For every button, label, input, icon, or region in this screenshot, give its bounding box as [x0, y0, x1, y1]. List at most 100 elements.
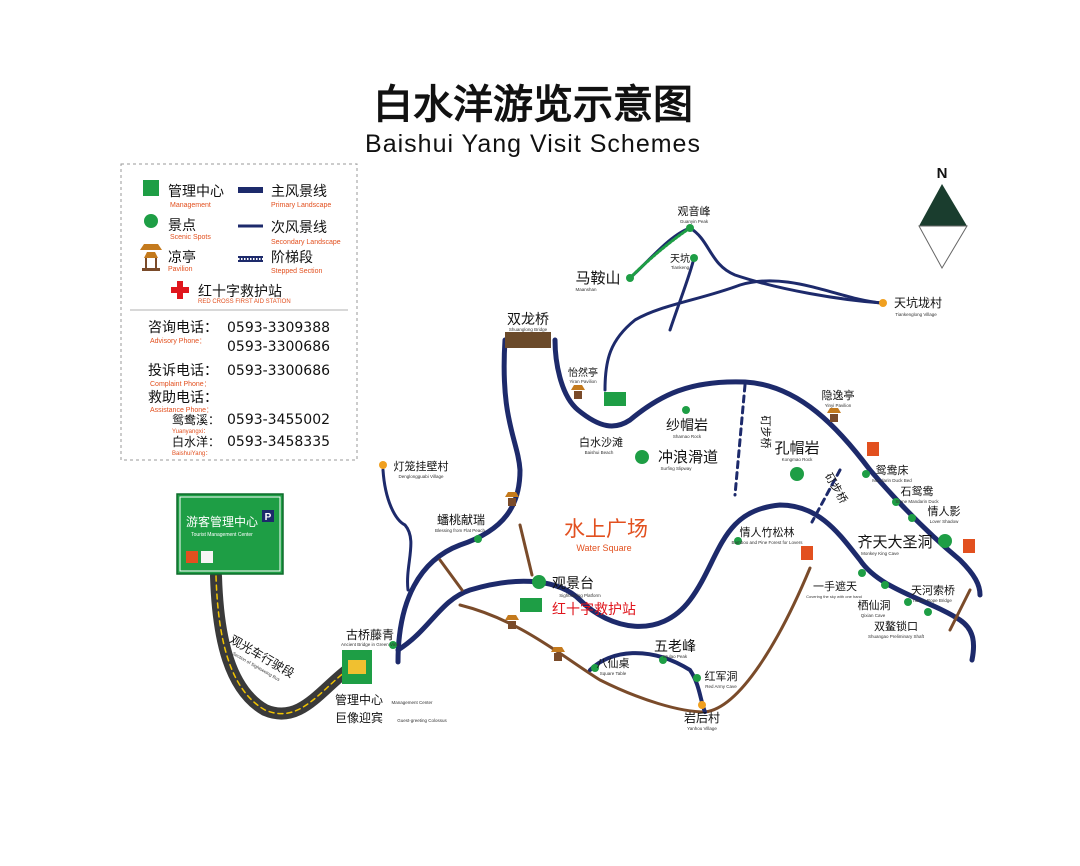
legend-box: 管理中心 Management 景点 Scenic Spots 凉亭 Pavil… — [120, 163, 358, 461]
advisory-phone-2: 0593-3300686 — [227, 339, 330, 355]
beach-loop — [552, 337, 983, 598]
spot-pantao[interactable] — [474, 535, 482, 543]
spot-guanjingtai[interactable] — [532, 575, 546, 589]
spot-hongjundong[interactable] — [693, 674, 701, 682]
label-maanshan: 马鞍山 — [575, 269, 620, 287]
spot-shamaoyan[interactable] — [682, 406, 690, 414]
spot-tiankeng[interactable] — [690, 254, 698, 262]
label-tiankenglong: 天坑垅村 — [894, 295, 942, 310]
service-icon — [520, 598, 542, 612]
legend-pavilion: 凉亭 — [168, 249, 196, 266]
svg-text:Water Square: Water Square — [576, 543, 631, 553]
village-tiankenglong[interactable] — [879, 299, 887, 307]
svg-text:Yanhou Village: Yanhou Village — [687, 726, 717, 731]
toilet-icon — [867, 442, 879, 456]
svg-text:P: P — [265, 512, 272, 523]
spot-wulaofeng[interactable] — [659, 656, 667, 664]
svg-text:Surfing Slipway: Surfing Slipway — [660, 466, 692, 471]
svg-text:Yinyi Pavilion: Yinyi Pavilion — [825, 403, 852, 408]
svg-text:Tiankeng: Tiankeng — [671, 265, 690, 270]
svg-text:Management: Management — [170, 202, 211, 209]
stepped-route — [458, 566, 812, 714]
svg-text:Shamao Rock: Shamao Rock — [673, 434, 702, 439]
label-tiankeng: 天坑 — [670, 252, 690, 265]
label-baxianzhuo: 八仙桌 — [597, 657, 630, 670]
label-watersquare: 水上广场 — [564, 517, 648, 541]
label-kongmaoyan: 孔帽岩 — [774, 439, 819, 457]
legend-redcross: 红十字救护站 — [198, 284, 282, 300]
svg-text:Covering the sky with one hand: Covering the sky with one hand — [806, 594, 862, 599]
svg-text:Wulao Peak: Wulao Peak — [663, 654, 688, 659]
route-network — [210, 226, 983, 720]
label-shuangaosuokou: 双鳌锁口 — [874, 619, 918, 633]
scenic-spots — [389, 224, 952, 682]
spot-tianheqiao[interactable] — [904, 598, 912, 606]
svg-text:Complaint Phone：: Complaint Phone： — [150, 381, 211, 388]
svg-text:Square Table: Square Table — [600, 671, 627, 676]
svg-text:BaishuiYang：: BaishuiYang： — [172, 451, 211, 457]
spot-shiyuanyang[interactable] — [892, 498, 900, 506]
svg-text:Red Army Cave: Red Army Cave — [705, 684, 737, 689]
svg-text:Bamboo and Pine Forest for Lov: Bamboo and Pine Forest for Lovers — [731, 540, 803, 545]
label-yuanyangchuang: 鸳鸯床 — [876, 463, 909, 477]
spot-yishouzhetian[interactable] — [858, 569, 866, 577]
label-yinyiting: 隐逸亭 — [822, 388, 855, 402]
label-juxiang: 巨像迎宾 — [335, 710, 383, 725]
management-center-sign[interactable] — [342, 650, 372, 684]
toilet-icon — [801, 546, 813, 560]
svg-text:Yuanyangxi：: Yuanyangxi： — [172, 429, 209, 435]
management-legend-icon — [143, 180, 159, 196]
svg-text:Lover Shadow: Lover Shadow — [930, 519, 960, 524]
tourist-center-sign[interactable]: P 游客管理中心 Tourist Management Center — [176, 493, 284, 575]
complaint-phone: 0593-3300686 — [227, 363, 330, 379]
spot-baxianzhuo[interactable] — [591, 664, 599, 672]
spot-yuanyangchuang[interactable] — [862, 470, 870, 478]
baishui-label: 白水洋： — [172, 434, 220, 449]
main-loop — [395, 502, 976, 663]
label-yanhoucun: 岩后村 — [684, 710, 720, 725]
spot-gujiao[interactable] — [389, 641, 397, 649]
restroom-icon — [186, 551, 198, 563]
parking-icon — [262, 510, 274, 522]
pavilion-icon — [827, 408, 841, 422]
north-arrow-icon: N — [918, 165, 968, 270]
svg-text:Shuanglong Bridge: Shuanglong Bridge — [509, 327, 548, 332]
pavilion-icon — [571, 385, 585, 399]
spot-maanshan[interactable] — [626, 274, 634, 282]
village-denglong[interactable] — [379, 461, 387, 469]
svg-text:Guanyin Peak: Guanyin Peak — [680, 219, 709, 224]
pavilion-legend-icon — [140, 244, 162, 271]
dingbu-bridge-1 — [733, 383, 747, 497]
yuanyang-label: 鸳鸯溪： — [172, 412, 220, 427]
label-shamaoyan: 纱帽岩 — [666, 418, 708, 434]
legend-primary: 主风景线 — [271, 184, 327, 200]
svg-text:Tiankenglong Village: Tiankenglong Village — [895, 312, 937, 317]
map-subtitle: Baishui Yang Visit Schemes — [365, 130, 701, 158]
svg-text:Denglongguabi Village: Denglongguabi Village — [399, 474, 444, 479]
label-qingrenying: 情人影 — [928, 505, 961, 518]
spot-kongmaoyan[interactable] — [790, 467, 804, 481]
advisory-label: 咨询电话： — [148, 320, 218, 336]
north-label: N — [937, 165, 948, 182]
complaint-label: 投诉电话： — [148, 363, 218, 379]
spot-shuangaosuokou[interactable] — [924, 608, 932, 616]
spot-guanyinfeng[interactable] — [686, 224, 694, 232]
svg-text:Monkey King Cave: Monkey King Cave — [861, 551, 899, 556]
svg-text:Shuangao Preliminary Shaft: Shuangao Preliminary Shaft — [868, 634, 925, 639]
svg-text:Sightseeing Platform: Sightseeing Platform — [559, 593, 601, 598]
label-redcross: 红十字救护站 — [552, 602, 636, 618]
legend-stepped: 阶梯段 — [271, 250, 313, 266]
svg-text:Scenic Spots: Scenic Spots — [170, 234, 211, 241]
shuanglong-bridge — [505, 332, 551, 348]
spot-qingrenying[interactable] — [908, 514, 916, 522]
svg-text:Advisory Phone：: Advisory Phone： — [150, 338, 206, 345]
spot-chonglang[interactable] — [635, 450, 649, 464]
pavilion-icons — [505, 385, 841, 661]
red-cross-icon — [171, 281, 189, 299]
spot-qixiandong[interactable] — [881, 581, 889, 589]
spot-qingrenzhulin[interactable] — [734, 537, 742, 545]
village-yanhou[interactable] — [698, 701, 706, 709]
label-qixiandong: 栖仙洞 — [858, 598, 891, 612]
spot-qitiandasheng[interactable] — [938, 534, 952, 548]
